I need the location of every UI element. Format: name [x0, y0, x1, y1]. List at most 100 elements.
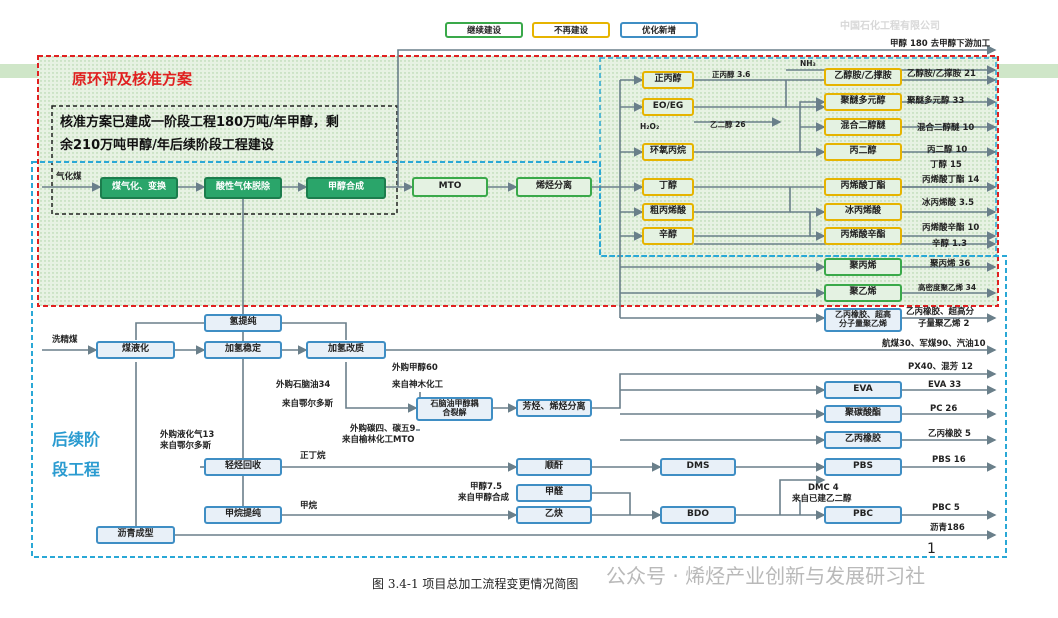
node-octanol[interactable]: 辛醇 [642, 227, 694, 245]
legend-optimize: 优化新增 [620, 22, 698, 38]
page-number: 1 [927, 541, 936, 557]
ext-c4c5-2: 来自榆林化工MTO [342, 435, 415, 445]
node-eva[interactable]: EVA [824, 381, 902, 399]
label-feed-washed-coal: 洗精煤 [52, 335, 78, 345]
label-glycol-out: 乙二醇 26 [710, 120, 746, 129]
node-pbc[interactable]: PBC [824, 506, 902, 524]
node-epdm-line-2: 分子量聚乙烯 [839, 319, 887, 328]
label-h2o2: H₂O₂ [640, 122, 660, 131]
label-n-butane: 正丁烷 [300, 451, 326, 461]
out-epdm-line-1: 乙丙橡胶、超高分 [906, 307, 975, 317]
node-acetylene[interactable]: 乙炔 [516, 506, 592, 524]
ext-methanol-src: 来自神木化工 [392, 380, 444, 390]
ext-methanol: 外购甲醇60 [392, 363, 438, 373]
node-polyethylene[interactable]: 聚乙烯 [824, 284, 902, 302]
out-pbc: PBC 5 [932, 503, 960, 513]
node-bdo[interactable]: BDO [660, 506, 736, 524]
node-epdm-line-1: 乙丙橡胶、超高 [835, 310, 891, 320]
node-cracking-line-2: 合裂解 [442, 408, 467, 417]
original-note-line-1: 核准方案已建成一阶段工程180万吨/年甲醇，剩 [60, 115, 339, 130]
out-px: PX40、混芳 12 [908, 362, 973, 372]
out-butanol: 丁醇 15 [930, 160, 962, 170]
out-epdm-rubber: 乙丙橡胶 5 [928, 429, 971, 439]
node-acid-gas-removal[interactable]: 酸性气体脱除 [204, 177, 282, 199]
out-octyl-acrylate: 丙烯酸辛酯 10 [922, 223, 980, 233]
out-epdm-line-2: 子量聚乙烯 2 [918, 319, 970, 329]
node-glacial-acrylic-acid[interactable]: 冰丙烯酸 [824, 203, 902, 221]
node-propylene-glycol[interactable]: 丙二醇 [824, 143, 902, 161]
legend-no-build: 不再建设 [532, 22, 610, 38]
out-glacial-acrylic: 冰丙烯酸 3.5 [922, 198, 975, 208]
label-n-propanol-out: 正丙醇 3.6 [712, 70, 751, 79]
node-mixed-glycol-ether[interactable]: 混合二醇醚 [824, 118, 902, 136]
ext-lpg-2: 来自鄂尔多斯 [160, 441, 212, 451]
out-polypropylene: 聚丙烯 36 [930, 259, 971, 269]
out-propylene-glycol: 丙二醇 10 [927, 145, 968, 155]
node-polycarbonate[interactable]: 聚碳酸酯 [824, 405, 902, 423]
node-h2-purification[interactable]: 氢提纯 [204, 314, 282, 332]
ext-naphtha-2: 来自鄂尔多斯 [282, 399, 334, 409]
node-naphtha-methanol-cracking[interactable]: 石脑油甲醇耦 合裂解 [416, 397, 493, 421]
node-butyl-acrylate[interactable]: 丙烯酸丁酯 [824, 178, 902, 196]
node-formaldehyde[interactable]: 甲醛 [516, 484, 592, 502]
ext-lpg-1: 外购液化气13 [160, 430, 215, 440]
out-polyether: 聚醚多元醇 33 [907, 96, 965, 106]
node-light-hc-recovery[interactable]: 轻烃回收 [204, 458, 282, 476]
out-fuels: 航煤30、军煤90、汽油10 [882, 339, 986, 349]
out-butyl-acrylate: 丙烯酸丁酯 14 [922, 175, 980, 185]
out-glycol-ether: 混合二醇醚 10 [917, 123, 975, 133]
node-asphalt-forming[interactable]: 沥青成型 [96, 526, 175, 544]
node-polypropylene[interactable]: 聚丙烯 [824, 258, 902, 276]
out-octanol: 辛醇 1.3 [932, 239, 968, 249]
out-asphalt: 沥青186 [930, 523, 965, 533]
later-region-title-1: 后续阶 [52, 430, 101, 449]
label-dmc-src: 来自已建乙二醇 [792, 494, 852, 504]
out-polyethylene: 高密度聚乙烯 34 [918, 283, 977, 292]
node-n-propanol[interactable]: 正丙醇 [642, 71, 694, 89]
node-pbs[interactable]: PBS [824, 458, 902, 476]
node-olefin-separation[interactable]: 烯烃分离 [516, 177, 592, 197]
figure-caption: 图 3.4-1 项目总加工流程变更情况简图 [372, 577, 579, 591]
node-polyether-polyol[interactable]: 聚醚多元醇 [824, 93, 902, 111]
node-hydro-upgrading[interactable]: 加氢改质 [306, 341, 386, 359]
out-pc: PC 26 [930, 404, 958, 414]
node-hydro-stabilization[interactable]: 加氢稳定 [204, 341, 282, 359]
later-region-title-2: 段工程 [52, 460, 101, 479]
node-mto[interactable]: MTO [412, 177, 488, 197]
label-methanol-75: 甲醇7.5 [470, 482, 503, 492]
node-octyl-acrylate[interactable]: 丙烯酸辛酯 [824, 227, 902, 245]
label-methanol-180: 甲醇 180 去甲醇下游加工 [890, 39, 991, 49]
node-aromatics-separation[interactable]: 芳烃、烯烃分离 [516, 399, 592, 417]
label-feed-gasification-coal: 气化煤 [56, 172, 82, 182]
node-ethanolamine[interactable]: 乙醇胺/乙撑胺 [824, 68, 902, 86]
node-maleic-anhydride[interactable]: 顺酐 [516, 458, 592, 476]
out-pbs: PBS 16 [932, 455, 966, 465]
node-methanol-synthesis[interactable]: 甲醇合成 [306, 177, 386, 199]
flow-lines [42, 45, 997, 540]
watermark: 公众号 · 烯烃产业创新与发展研习社 [606, 564, 926, 588]
node-epdm-rubber[interactable]: 乙丙橡胶 [824, 431, 902, 449]
corner-watermark: 中国石化工程有限公司 [840, 21, 940, 32]
later-phase-top-region [599, 57, 997, 257]
node-crude-acrylic-acid[interactable]: 粗丙烯酸 [642, 203, 694, 221]
node-eo-eg[interactable]: EO/EG [642, 98, 694, 116]
node-coal-gasify[interactable]: 煤气化、变换 [100, 177, 178, 199]
ext-c4c5-1: 外购碳四、碳五9 [350, 424, 416, 434]
node-butanol[interactable]: 丁醇 [642, 178, 694, 196]
label-dmc: DMC 4 [808, 483, 839, 493]
ext-naphtha-1: 外购石脑油34 [276, 380, 331, 390]
built-phase-box [51, 105, 398, 215]
node-dms[interactable]: DMS [660, 458, 736, 476]
node-epdm-uhmwpe[interactable]: 乙丙橡胶、超高 分子量聚乙烯 [824, 308, 902, 332]
node-epoxy-propane[interactable]: 环氧丙烷 [642, 143, 694, 161]
label-nh3: NH₃ [800, 59, 816, 68]
out-ethanolamine: 乙醇胺/乙撑胺 21 [907, 69, 976, 79]
original-note-line-2: 余210万吨甲醇/年后续阶段工程建设 [60, 138, 274, 153]
original-region-title: 原环评及核准方案 [72, 70, 193, 88]
node-methane-purification[interactable]: 甲烷提纯 [204, 506, 282, 524]
label-methane: 甲烷 [300, 501, 318, 511]
node-cracking-line-1: 石脑油甲醇耦 [430, 399, 479, 409]
node-coal-liquefaction[interactable]: 煤液化 [96, 341, 175, 359]
label-methanol-75-src: 来自甲醇合成 [458, 493, 510, 503]
